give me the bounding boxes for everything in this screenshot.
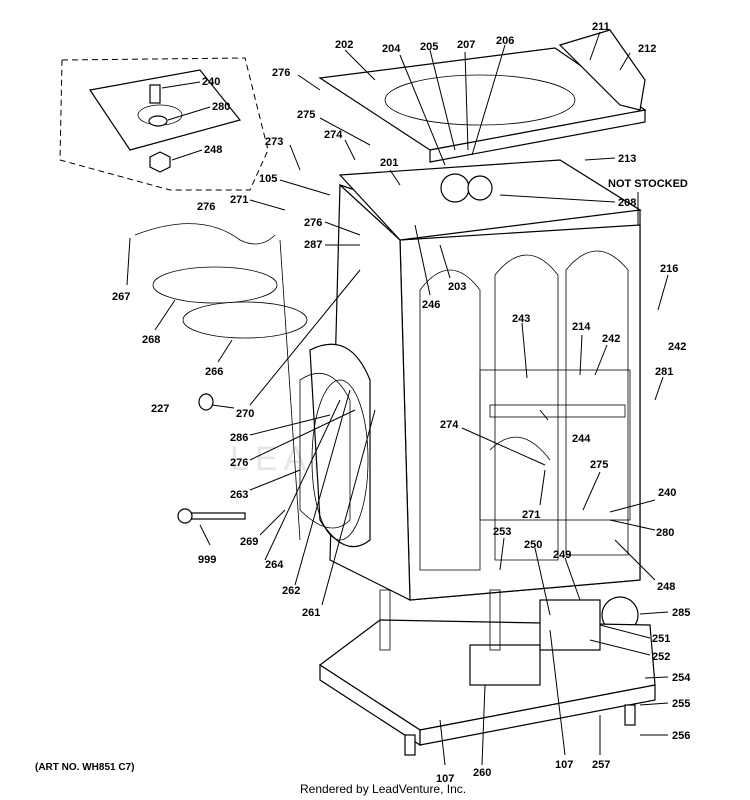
callout-208: 208 (618, 197, 636, 209)
callout-266: 266 (205, 366, 223, 378)
callout-216: 216 (660, 263, 678, 275)
callout-280: 280 (212, 101, 230, 113)
callout-275b: 275 (590, 459, 608, 471)
callout-276b: 276 (304, 217, 322, 229)
callout-214: 214 (572, 321, 591, 333)
callout-213: 213 (618, 153, 636, 165)
callout-240: 240 (202, 76, 220, 88)
callout-287: 287 (304, 239, 322, 251)
callout-280b: 280 (656, 527, 674, 539)
cabinet (329, 159, 642, 601)
callout-107b: 107 (555, 759, 573, 771)
callout-270: 270 (236, 408, 254, 420)
callout-256: 256 (672, 730, 690, 742)
callout-250: 250 (524, 539, 542, 551)
not-stocked-note: NOT STOCKED (608, 178, 688, 190)
control-panel-cover (558, 29, 646, 111)
bolt-999 (177, 508, 246, 524)
callout-268: 268 (142, 334, 160, 346)
callout-205: 205 (420, 41, 438, 53)
inset-detail (59, 57, 269, 191)
callout-275: 275 (297, 109, 315, 121)
callout-286: 286 (230, 432, 248, 444)
callout-244: 244 (572, 433, 591, 445)
callout-276d: 276 (230, 457, 248, 469)
base-frame (318, 589, 656, 756)
callout-248: 248 (204, 144, 222, 156)
callout-251: 251 (652, 633, 670, 645)
callout-261: 261 (302, 607, 320, 619)
top-cover (318, 47, 647, 163)
callout-262: 262 (282, 585, 300, 597)
callout-203: 203 (448, 281, 466, 293)
callout-246: 246 (422, 299, 440, 311)
callout-999: 999 (198, 554, 216, 566)
callout-273: 273 (265, 136, 283, 148)
callout-249: 249 (553, 549, 571, 561)
callout-252: 252 (652, 651, 670, 663)
callout-257: 257 (592, 759, 610, 771)
callout-248b: 248 (657, 581, 675, 593)
callout-271b: 271 (522, 509, 540, 521)
callout-201: 201 (380, 157, 398, 169)
plug-227 (198, 393, 214, 411)
callout-242: 242 (602, 333, 620, 345)
callout-281: 281 (655, 366, 673, 378)
callout-271: 271 (230, 194, 248, 206)
callout-242b: 242 (668, 341, 686, 353)
callout-212: 212 (638, 43, 656, 55)
art-number: (ART NO. WH851 C7) (35, 762, 134, 773)
callout-107: 107 (436, 773, 454, 785)
callout-243: 243 (512, 313, 530, 325)
callout-260: 260 (473, 767, 491, 779)
callout-240b: 240 (658, 487, 676, 499)
callout-276c: 276 (197, 201, 215, 213)
footer-credit: Rendered by LeadVenture, Inc. (300, 782, 466, 796)
callout-206: 206 (496, 35, 514, 47)
callout-labels: 202 204 205 207 206 211 212 276 275 274 … (112, 21, 691, 785)
callout-274: 274 (324, 129, 343, 141)
callout-211: 211 (592, 21, 610, 33)
callout-264: 264 (265, 559, 284, 571)
callout-255: 255 (672, 698, 690, 710)
callout-254: 254 (672, 672, 691, 684)
callout-263: 263 (230, 489, 248, 501)
callout-227: 227 (151, 403, 169, 415)
callout-269: 269 (240, 536, 258, 548)
callout-274b: 274 (440, 419, 459, 431)
leader-lines (126, 31, 669, 766)
inset-leaders (161, 81, 211, 161)
callout-105: 105 (259, 173, 277, 185)
callout-202: 202 (335, 39, 353, 51)
callout-253: 253 (493, 526, 511, 538)
callout-207: 207 (457, 39, 475, 51)
callout-276: 276 (272, 67, 290, 79)
callout-285: 285 (672, 607, 690, 619)
callout-204: 204 (382, 43, 401, 55)
hoses (134, 223, 308, 541)
callout-267: 267 (112, 291, 130, 303)
